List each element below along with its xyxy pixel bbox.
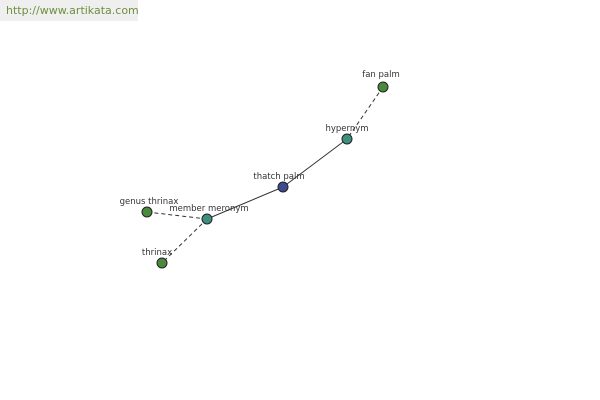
node-dot-fan-palm[interactable] [377, 81, 389, 93]
node-label-member-meronym[interactable]: member meronym [169, 204, 248, 214]
node-label-thrinax[interactable]: thrinax [142, 248, 172, 258]
node-thatch-palm[interactable]: thatch palm [253, 172, 305, 193]
node-member-meronym[interactable]: member meronym [169, 204, 249, 225]
node-label-fan-palm[interactable]: fan palm [362, 70, 400, 80]
node-thrinax[interactable]: thrinax [142, 248, 172, 269]
edge-member-meronym-to-genus-thrinax [146, 211, 208, 220]
edges-layer [146, 86, 384, 264]
node-genus-thrinax[interactable]: genus thrinax [120, 197, 179, 218]
node-dot-member-meronym[interactable] [201, 213, 213, 225]
node-label-hypernym[interactable]: hypernym [325, 124, 368, 134]
url-link[interactable]: http://www.artikata.com [6, 4, 139, 17]
node-label-thatch-palm[interactable]: thatch palm [253, 172, 304, 182]
edge-thatch-palm-to-member-meronym [206, 186, 284, 220]
url-banner: http://www.artikata.com [0, 0, 139, 21]
node-dot-thrinax[interactable] [156, 257, 168, 269]
node-dot-thatch-palm[interactable] [277, 181, 289, 193]
nodes-layer: fan palm hypernym thatch palm member merony… [120, 70, 400, 269]
node-hypernym[interactable]: hypernym [325, 124, 369, 145]
node-dot-hypernym[interactable] [341, 133, 353, 145]
edge-member-meronym-to-thrinax [161, 218, 208, 264]
node-fan-palm[interactable]: fan palm [362, 70, 400, 93]
node-label-genus-thrinax[interactable]: genus thrinax [120, 197, 179, 207]
edge-fan-palm-to-hypernym [346, 86, 384, 140]
node-dot-genus-thrinax[interactable] [141, 206, 153, 218]
edge-hypernym-to-thatch-palm [282, 138, 348, 188]
